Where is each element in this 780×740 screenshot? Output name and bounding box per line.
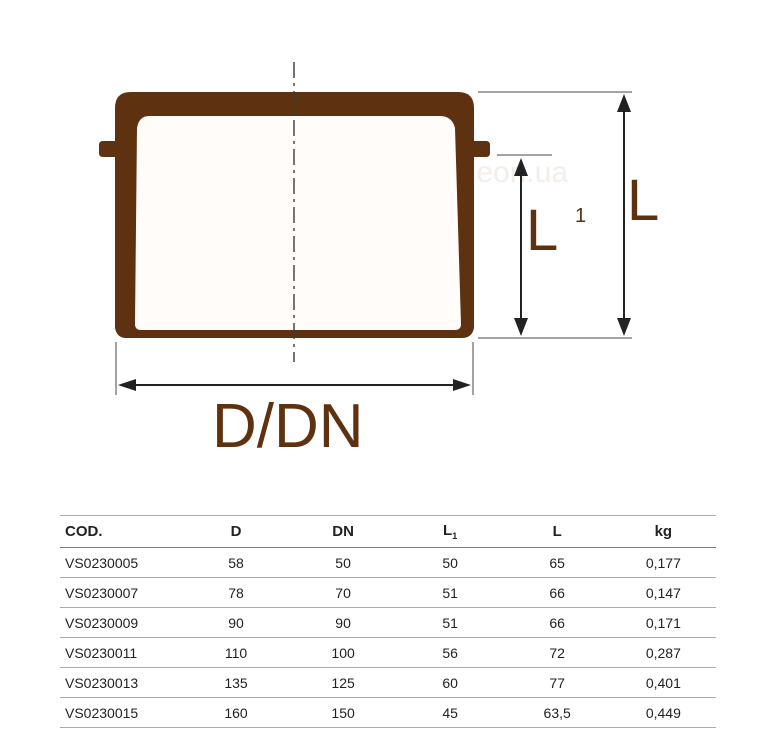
- table-cell: 51: [396, 607, 504, 638]
- column-header-label: COD.: [65, 523, 103, 540]
- label-total-length: L: [627, 168, 659, 233]
- table-cell: 77: [503, 667, 611, 698]
- column-header-subscript: 1: [452, 531, 458, 541]
- table-cell: 50: [289, 547, 397, 578]
- table-cell: 65: [503, 547, 611, 578]
- extension-lines: [115, 91, 632, 395]
- column-header: kg: [610, 515, 716, 548]
- column-header-label: L: [552, 523, 562, 540]
- dimension-line-diameter: [118, 379, 471, 391]
- table-cell: 150: [289, 697, 397, 728]
- column-header: D: [182, 515, 290, 548]
- label-socket-length: L: [526, 198, 558, 263]
- table-cell: 51: [396, 577, 504, 608]
- table-cell: 60: [396, 667, 504, 698]
- column-header: DN: [289, 515, 397, 548]
- dimension-line-socket-length: [514, 158, 528, 336]
- end-cap-technical-drawing: www.leon.ua www.leon.ua L L 1 D/DN: [99, 62, 659, 461]
- table-cell: 45: [396, 697, 504, 728]
- table-cell: 0,147: [610, 577, 716, 608]
- table-cell: 100: [289, 637, 397, 668]
- table-cell: 78: [182, 577, 290, 608]
- table-cell: 50: [396, 547, 504, 578]
- label-socket-length-subscript: 1: [575, 205, 586, 227]
- table-cell: 90: [289, 607, 397, 638]
- table-cell: 0,449: [610, 697, 716, 728]
- column-header-label: L: [443, 522, 453, 539]
- product-code-cell: VS0230015: [60, 697, 183, 728]
- column-header: COD.: [60, 515, 183, 548]
- column-header: L1: [396, 515, 504, 548]
- column-header-label: kg: [654, 523, 673, 540]
- product-code-cell: VS0230011: [60, 637, 183, 668]
- table-cell: 70: [289, 577, 397, 608]
- table-cell: 66: [503, 607, 611, 638]
- table-cell: 90: [182, 607, 290, 638]
- column-header-label: DN: [332, 523, 354, 540]
- table-cell: 58: [182, 547, 290, 578]
- table-cell: 0,177: [610, 547, 716, 578]
- column-header-label: D: [230, 523, 242, 540]
- table-cell: 66: [503, 577, 611, 608]
- table-cell: 72: [503, 637, 611, 668]
- table-cell: 0,171: [610, 607, 716, 638]
- table-cell: 125: [289, 667, 397, 698]
- label-diameter: D/DN: [212, 392, 364, 461]
- table-cell: 110: [182, 637, 290, 668]
- table-cell: 0,287: [610, 637, 716, 668]
- table-cell: 63,5: [503, 697, 611, 728]
- product-code-cell: VS0230013: [60, 667, 183, 698]
- table-cell: 0,401: [610, 667, 716, 698]
- dimension-line-total-length: [617, 94, 631, 336]
- product-code-cell: VS0230009: [60, 607, 183, 638]
- product-code-cell: VS0230007: [60, 577, 183, 608]
- column-header: L: [503, 515, 611, 548]
- product-code-cell: VS0230005: [60, 547, 183, 578]
- table-cell: 56: [396, 637, 504, 668]
- table-cell: 135: [182, 667, 290, 698]
- table-cell: 160: [182, 697, 290, 728]
